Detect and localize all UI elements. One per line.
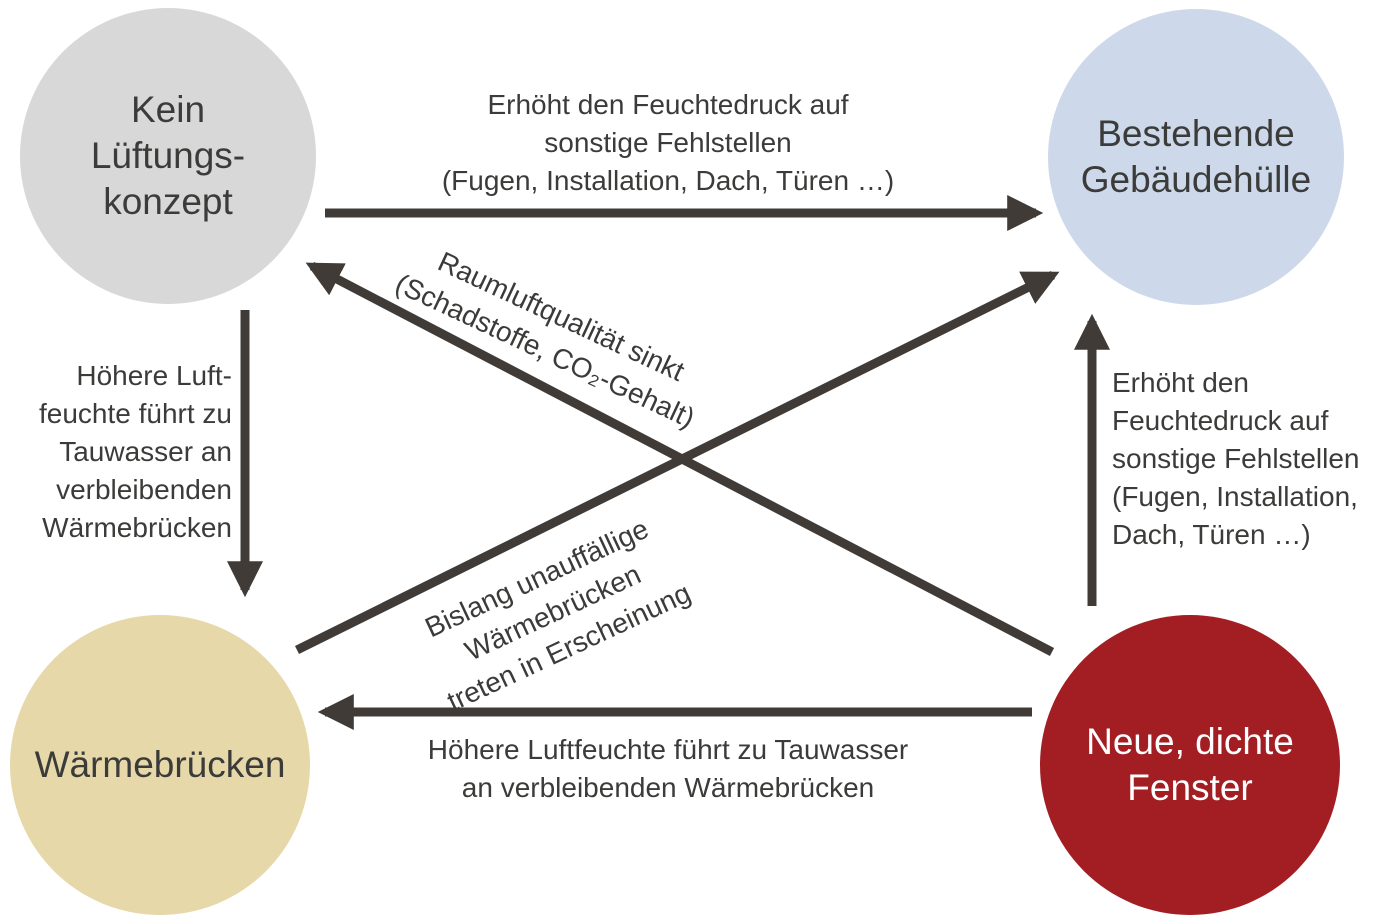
edge-label-feuchtedruck-right: Erhöht den Feuchtedruck auf sonstige Feh…: [1112, 367, 1360, 550]
arrow-waermebruecken-to-gebaeudehuelle: [295, 270, 1060, 655]
edge-label-luftfeuchte-left: Höhere Luft- feuchte führt zu Tauwasser …: [38, 360, 232, 543]
edge-label-luftfeuchte-bottom: Höhere Luftfeuchte führt zu Tauwasser an…: [427, 734, 909, 803]
node-neue-dichte-fenster: Neue, dichte Fenster: [1040, 615, 1340, 915]
node-bestehende-gebaeudehuelle: Bestehende Gebäudehülle: [1048, 9, 1344, 305]
node-kein-lueftungskonzept: Kein Lüftungs- konzept: [20, 8, 316, 304]
edge-label-feuchtedruck-top: Erhöht den Feuchtedruck auf sonstige Feh…: [441, 89, 895, 196]
node-waermebruecken: Wärmebrücken: [10, 615, 310, 915]
